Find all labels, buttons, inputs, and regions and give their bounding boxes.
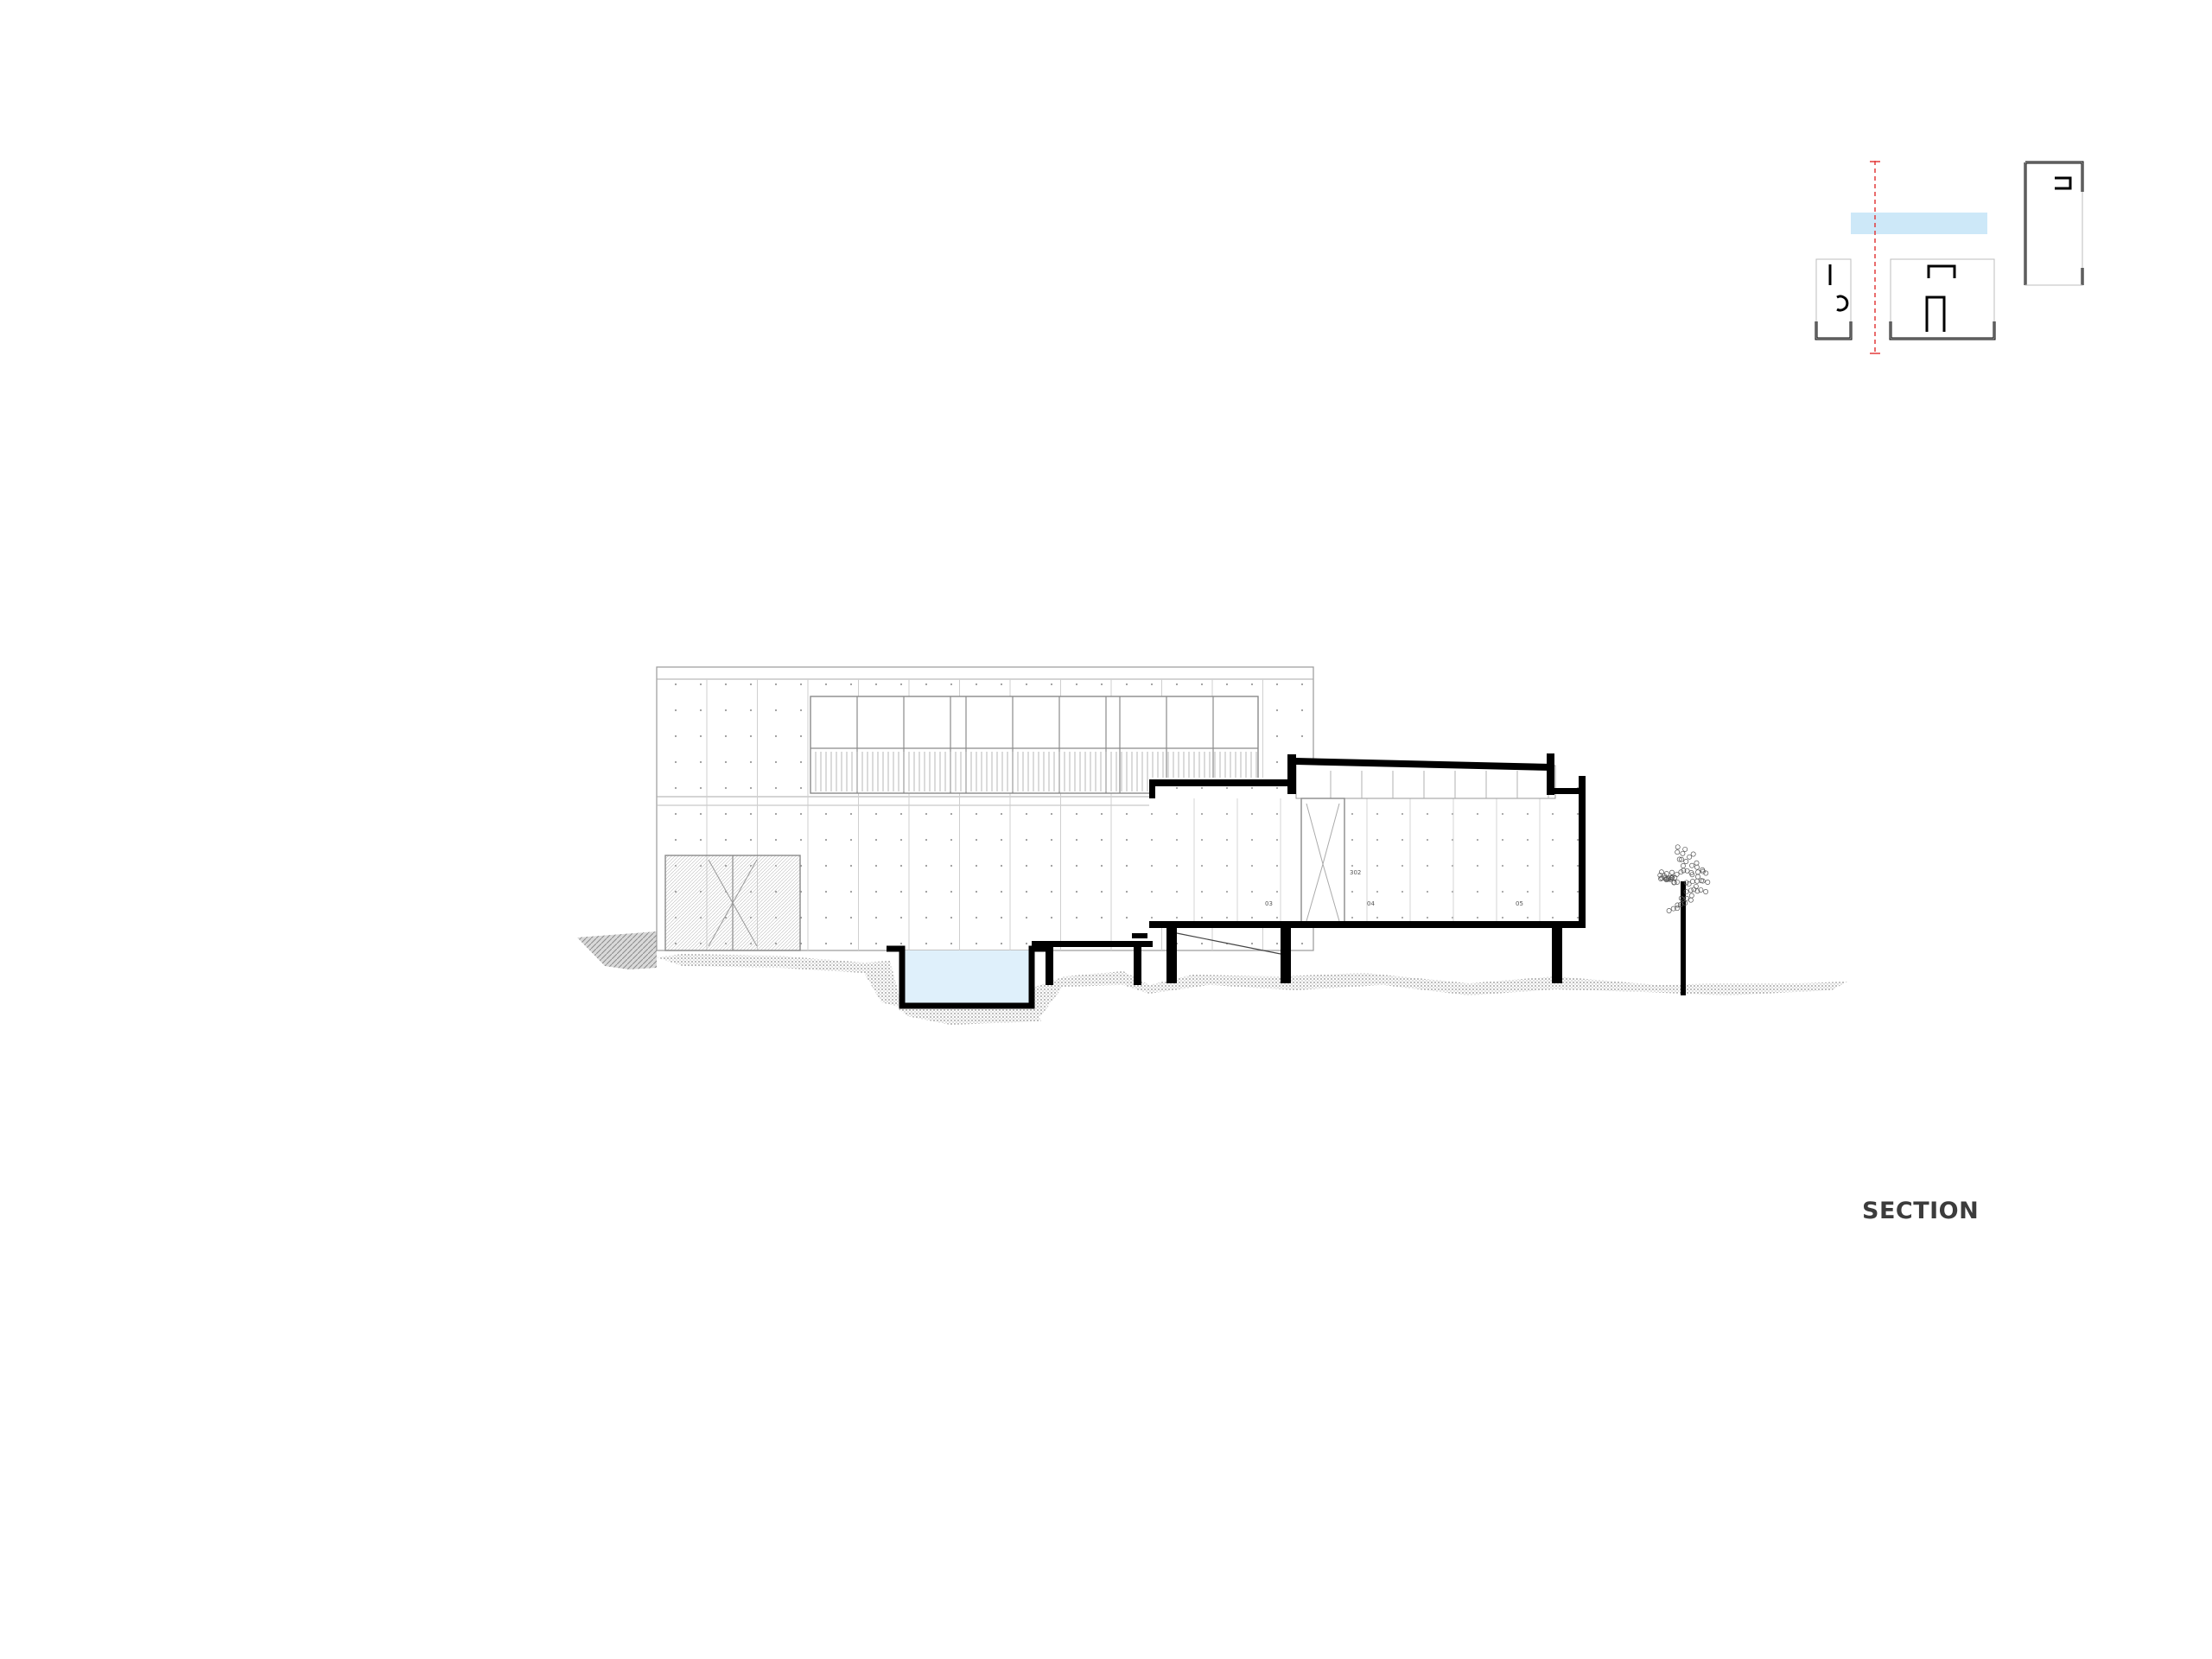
foliage-leaf — [1686, 881, 1692, 887]
foliage-leaf — [1671, 880, 1677, 886]
foliage-leaf — [1676, 856, 1682, 862]
foliage-leaf — [1675, 906, 1681, 912]
tree-column — [1657, 844, 1711, 995]
foliage-leaf — [1658, 876, 1664, 881]
foliage-leaf — [1675, 849, 1681, 855]
foliage-leaf — [1689, 872, 1695, 878]
key-plan — [1815, 161, 2084, 354]
foliage-leaf — [1674, 871, 1680, 877]
foliage-leaf — [1700, 868, 1706, 874]
foliage-leaf — [1683, 859, 1689, 864]
foliage-leaf — [1675, 902, 1681, 908]
foliage-leaf — [1666, 908, 1672, 913]
cut-structure — [1149, 753, 1586, 983]
foliage-leaf — [1657, 872, 1663, 878]
room-tag-03: 03 — [1265, 900, 1273, 907]
deck-section — [1032, 933, 1153, 985]
foliage-leaf — [1678, 895, 1684, 901]
foliage-leaf — [1694, 888, 1700, 894]
foliage-leaf — [1680, 850, 1686, 856]
foliage-leaf — [1663, 877, 1669, 883]
foliage-leaf — [1693, 883, 1699, 889]
foliage-leaf — [1683, 889, 1689, 895]
foliage-leaf — [1684, 868, 1690, 874]
foliage-leaf — [1681, 863, 1686, 868]
foliage-leaf — [1698, 887, 1704, 893]
foliage-leaf — [1688, 893, 1694, 899]
foliage-leaf — [1675, 844, 1681, 850]
room-tag-04: 04 — [1367, 900, 1375, 907]
foliage-leaf — [1682, 846, 1688, 852]
foliage-leaf — [1695, 874, 1700, 880]
foliage-leaf — [1694, 860, 1700, 866]
foliage-leaf — [1677, 902, 1683, 907]
pavilion-door — [1300, 798, 1345, 925]
foliage-leaf — [1681, 868, 1687, 874]
foliage-leaf — [1699, 878, 1704, 884]
drawing-title: SECTION — [1862, 1198, 1980, 1224]
foliage-leaf — [1663, 871, 1669, 877]
foliage-leaf — [1705, 880, 1711, 885]
foliage-leaf — [1684, 895, 1689, 901]
foliage-leaf — [1695, 869, 1700, 875]
foliage-leaf — [1687, 854, 1693, 860]
foliage-leaf — [1688, 897, 1694, 903]
pavilion-section: 302 03 04 05 — [1149, 753, 1586, 983]
foliage-leaf — [1659, 874, 1665, 880]
pool-section — [887, 945, 1046, 1025]
foliage-leaf — [1679, 856, 1685, 862]
foliage-leaf — [1669, 875, 1675, 881]
foliage-leaf — [1688, 887, 1694, 893]
foliage-leaf — [1689, 879, 1695, 885]
foliage-leaf — [1669, 869, 1675, 875]
foliage-leaf — [1678, 869, 1684, 875]
foliage-leaf — [1670, 906, 1676, 912]
foliage-leaf — [1694, 864, 1700, 870]
foliage-leaf — [1680, 896, 1686, 902]
foliage-leaf — [1690, 851, 1696, 857]
foliage-leaf — [1689, 862, 1695, 868]
foliage-leaf — [1683, 880, 1689, 886]
foliage-leaf — [1675, 879, 1681, 885]
foliage-leaf — [1703, 870, 1709, 876]
foliage-leaf — [1658, 869, 1664, 875]
room-tag-05: 05 — [1516, 900, 1523, 907]
lower-gate — [664, 855, 801, 951]
room-tag-302: 302 — [1350, 869, 1361, 876]
foliage-leaf — [1694, 878, 1700, 884]
foliage-leaf — [1682, 900, 1688, 906]
foliage-leaf — [1703, 889, 1709, 894]
